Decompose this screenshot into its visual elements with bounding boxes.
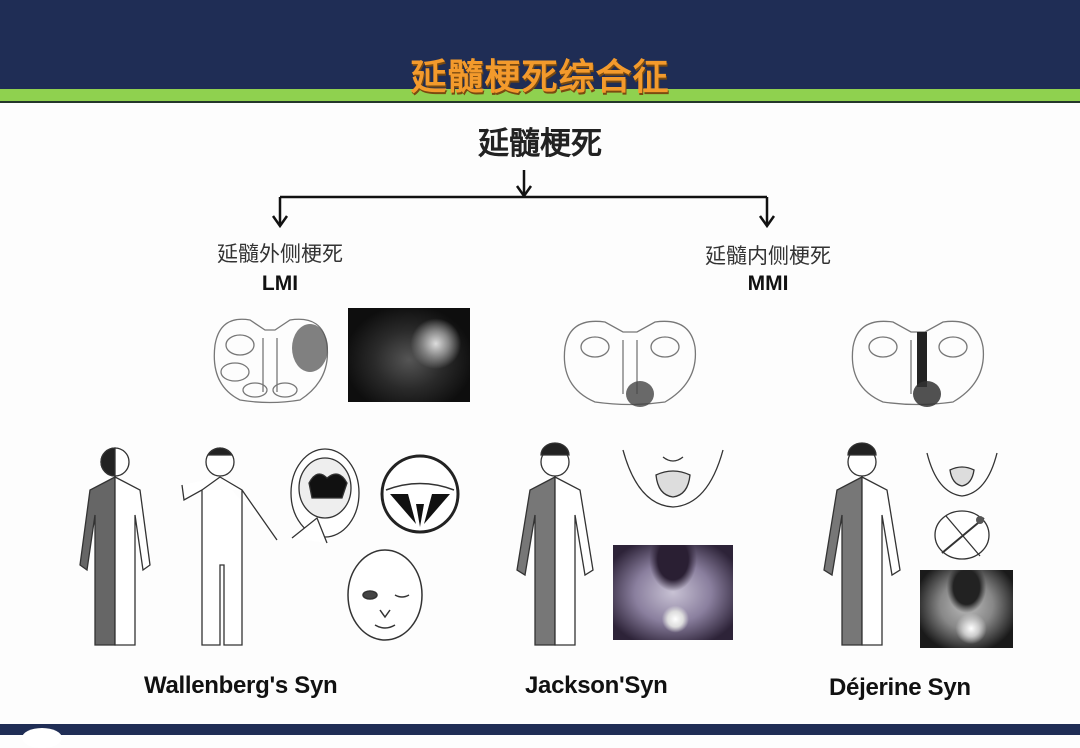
syndrome-label-jackson: Jackson'Syn — [525, 672, 668, 699]
accent-bar — [0, 89, 1080, 103]
body-ataxia-lmi-icon — [181, 447, 278, 646]
branch-label-lmi: 延髓外侧梗死 — [217, 242, 343, 266]
body-hemisensory-dejerine-icon — [823, 442, 901, 646]
tree-arrows — [271, 170, 776, 229]
footer-logo-icon — [22, 728, 62, 748]
mri-scan-lmi — [348, 308, 470, 402]
branch-label-mmi: 延髓内侧梗死 — [705, 244, 831, 268]
branch-abbr-lmi: LMI — [261, 272, 299, 295]
body-hemisensory-lmi-icon — [79, 447, 151, 646]
medulla-section-dejerine-icon — [851, 320, 985, 407]
body-hemisensory-jackson-icon — [516, 442, 594, 646]
medulla-section-jackson-icon — [563, 320, 697, 407]
vocal-cords-icon — [380, 454, 460, 534]
syndrome-label-dejerine: Déjerine Syn — [829, 674, 971, 701]
syndrome-label-wallenberg: Wallenberg's Syn — [144, 672, 338, 699]
tongue-deviation-jackson-icon — [622, 449, 724, 508]
branch-abbr-mmi: MMI — [747, 272, 789, 295]
medulla-section-lmi-icon — [213, 318, 329, 404]
tongue-deviation-dejerine-icon — [926, 452, 998, 497]
mri-scan-dejerine — [920, 570, 1013, 648]
root-node: 延髓梗死 — [478, 126, 602, 162]
header-band — [0, 0, 1080, 89]
mri-scan-jackson — [613, 545, 733, 640]
page-title: 延髓梗死综合征 — [410, 57, 670, 98]
mouth-palate-icon — [290, 448, 360, 544]
face-horner-icon — [347, 549, 423, 641]
footer-band — [0, 724, 1080, 735]
vibration-sense-icon — [934, 510, 990, 560]
